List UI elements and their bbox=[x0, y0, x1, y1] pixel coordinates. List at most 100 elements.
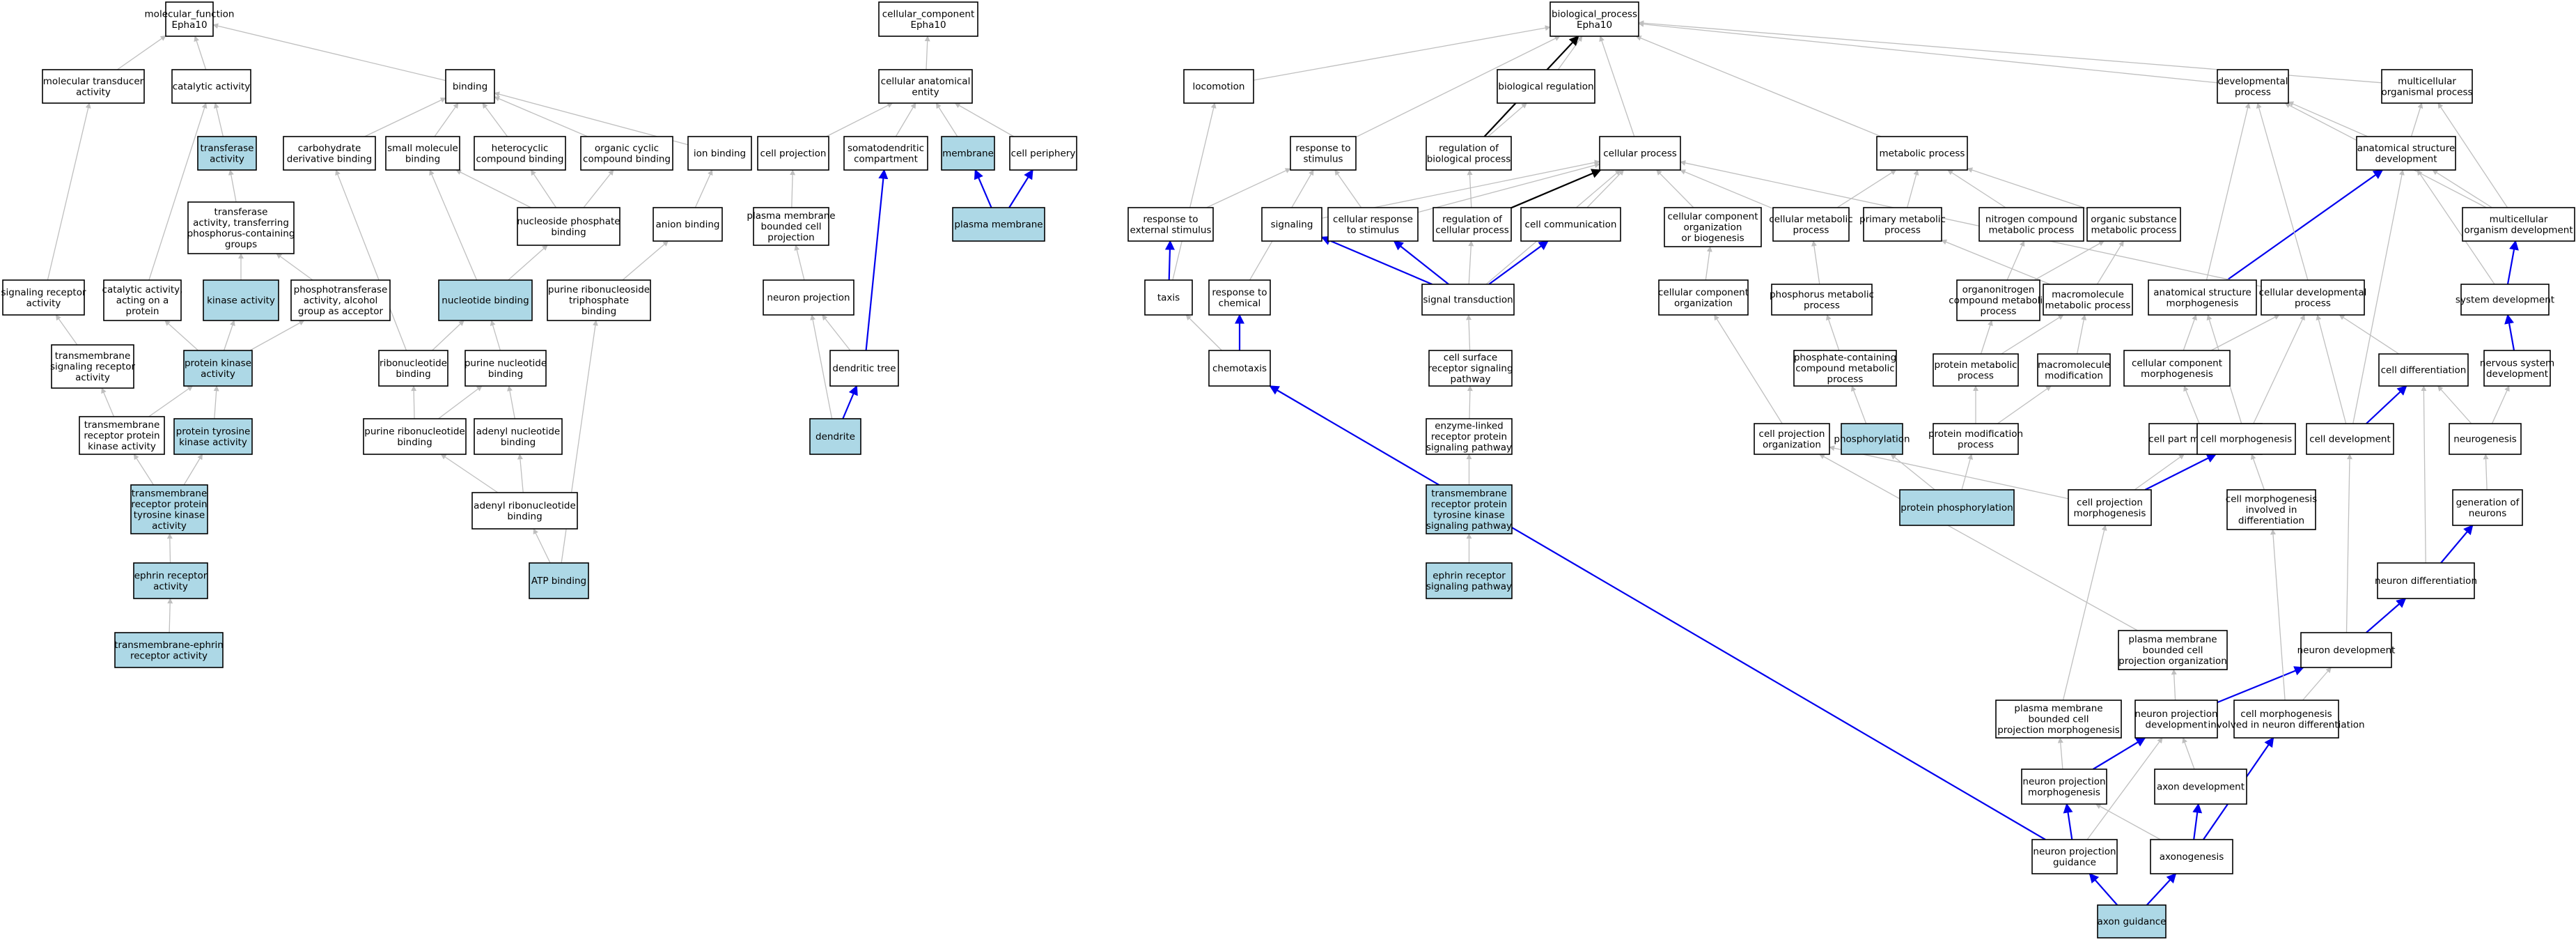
node-ndev[interactable]: neuron development bbox=[2297, 632, 2396, 668]
node-dend[interactable]: dendrite bbox=[809, 418, 861, 455]
node-sysd[interactable]: system development bbox=[2456, 284, 2554, 316]
node-axg[interactable]: axonogenesis bbox=[2150, 839, 2233, 874]
node-cdiff[interactable]: cell differentiation bbox=[2378, 353, 2469, 387]
node-ccom[interactable]: cell communication bbox=[1520, 207, 1621, 242]
node-mem[interactable]: membrane bbox=[941, 136, 995, 171]
node-pphos[interactable]: protein phosphorylation bbox=[1899, 489, 2015, 526]
node-pm[interactable]: plasma membrane bbox=[952, 207, 1045, 242]
node-chemo[interactable]: chemotaxis bbox=[1208, 350, 1271, 387]
node-axdev[interactable]: axon development bbox=[2154, 769, 2247, 805]
node-breg[interactable]: biological regulation bbox=[1497, 69, 1595, 104]
node-nproj[interactable]: neuron projection bbox=[763, 279, 854, 316]
node-cellp[interactable]: cellular process bbox=[1599, 136, 1681, 171]
node-phos[interactable]: phosphorylation bbox=[1834, 423, 1910, 455]
node-metp[interactable]: metabolic process bbox=[1876, 136, 1968, 171]
node-anion[interactable]: anion binding bbox=[653, 207, 723, 242]
node-cproj[interactable]: cell projection bbox=[757, 136, 829, 171]
node-dtree[interactable]: dendritic tree bbox=[829, 350, 899, 387]
node-neurog[interactable]: neurogenesis bbox=[2449, 423, 2522, 455]
node-nucb[interactable]: nucleotide binding bbox=[438, 279, 533, 321]
node-ionb[interactable]: ion binding bbox=[687, 136, 752, 171]
node-bind[interactable]: binding bbox=[445, 69, 495, 104]
node-cdev[interactable]: cell development bbox=[2306, 423, 2394, 455]
node-loco[interactable]: locomotion bbox=[1183, 69, 1254, 104]
node-st[interactable]: signal transduction bbox=[1421, 284, 1515, 316]
node-axgu[interactable]: axon guidance bbox=[2097, 904, 2167, 939]
node-cmorph[interactable]: cell morphogenesis bbox=[2196, 423, 2296, 455]
node-taxis[interactable]: taxis bbox=[1144, 279, 1193, 316]
node-sig[interactable]: signaling bbox=[1261, 207, 1322, 242]
node-atp[interactable]: ATP binding bbox=[529, 562, 589, 599]
node-cat[interactable]: catalytic activity bbox=[171, 69, 251, 104]
